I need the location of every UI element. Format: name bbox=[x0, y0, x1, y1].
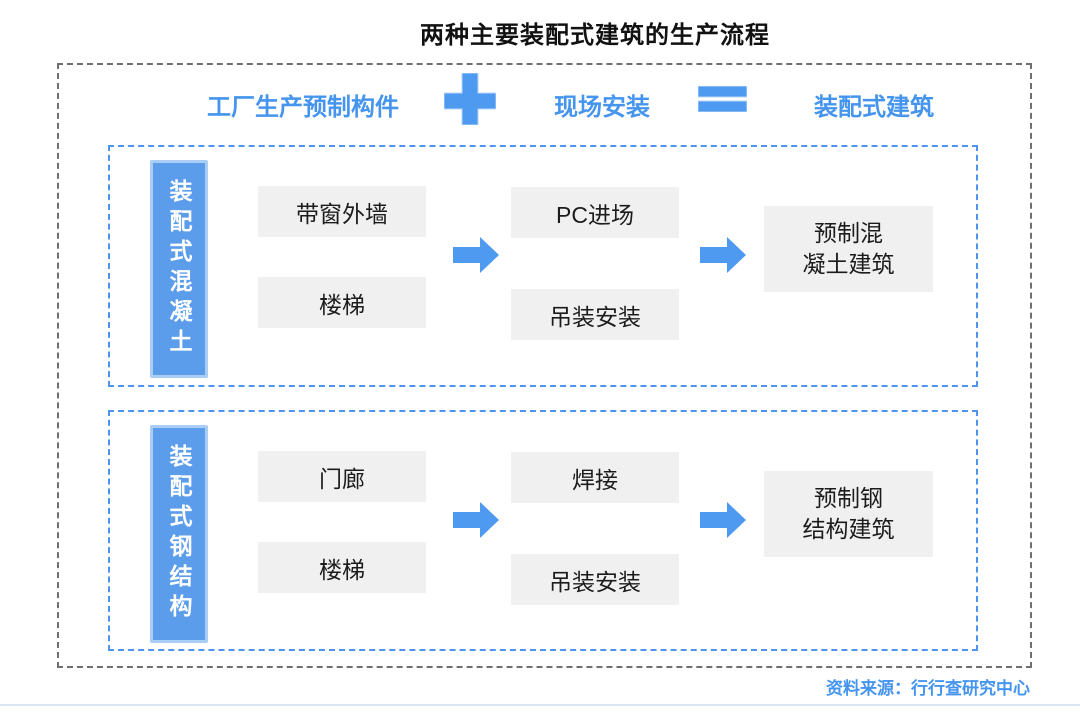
factory-item-box: 楼梯 bbox=[258, 542, 426, 593]
equals-icon bbox=[697, 85, 748, 113]
category-label: 装配式钢结构 bbox=[166, 444, 192, 624]
site-item-box: PC进场 bbox=[511, 187, 679, 238]
section-steel-structure: 装配式钢结构 门廊 楼梯 焊接 吊装安装 预制钢 结构建筑 bbox=[108, 410, 978, 651]
section-precast-concrete: 装配式混凝土 带窗外墙 楼梯 PC进场 吊装安装 预制混 凝土建筑 bbox=[108, 145, 978, 387]
factory-item-box: 楼梯 bbox=[258, 277, 426, 328]
header-site-label: 现场安装 bbox=[554, 94, 650, 121]
site-item-box: 吊装安装 bbox=[511, 554, 679, 605]
category-label: 装配式混凝土 bbox=[166, 179, 192, 359]
category-bar-steel: 装配式钢结构 bbox=[150, 425, 208, 643]
header-result-label: 装配式建筑 bbox=[814, 94, 934, 121]
header-factory-label: 工厂生产预制构件 bbox=[207, 94, 399, 121]
site-item-box: 吊装安装 bbox=[511, 289, 679, 340]
right-arrow-icon bbox=[700, 502, 746, 538]
plus-icon bbox=[443, 72, 497, 126]
bottom-divider bbox=[0, 704, 1080, 706]
result-line: 结构建筑 bbox=[802, 516, 895, 542]
category-bar-concrete: 装配式混凝土 bbox=[150, 160, 208, 378]
site-item-box: 焊接 bbox=[511, 452, 679, 503]
right-arrow-icon bbox=[453, 502, 499, 538]
right-arrow-icon bbox=[453, 237, 499, 273]
outer-frame: 工厂生产预制构件 现场安装 装配式建筑 装配式混凝土 带窗外墙 楼梯 PC进场 bbox=[57, 63, 1032, 668]
result-line: 预制钢 bbox=[814, 484, 883, 511]
source-note: 资料来源：行行查研究中心 bbox=[826, 679, 1030, 698]
result-box: 预制混 凝土建筑 bbox=[764, 206, 933, 292]
result-line: 预制混 bbox=[814, 219, 883, 246]
right-arrow-icon bbox=[700, 237, 746, 273]
factory-item-box: 带窗外墙 bbox=[258, 186, 426, 237]
factory-item-box: 门廊 bbox=[258, 451, 426, 502]
result-box: 预制钢 结构建筑 bbox=[764, 471, 933, 557]
result-line: 凝土建筑 bbox=[802, 251, 895, 277]
page-title: 两种主要装配式建筑的生产流程 bbox=[420, 22, 770, 49]
